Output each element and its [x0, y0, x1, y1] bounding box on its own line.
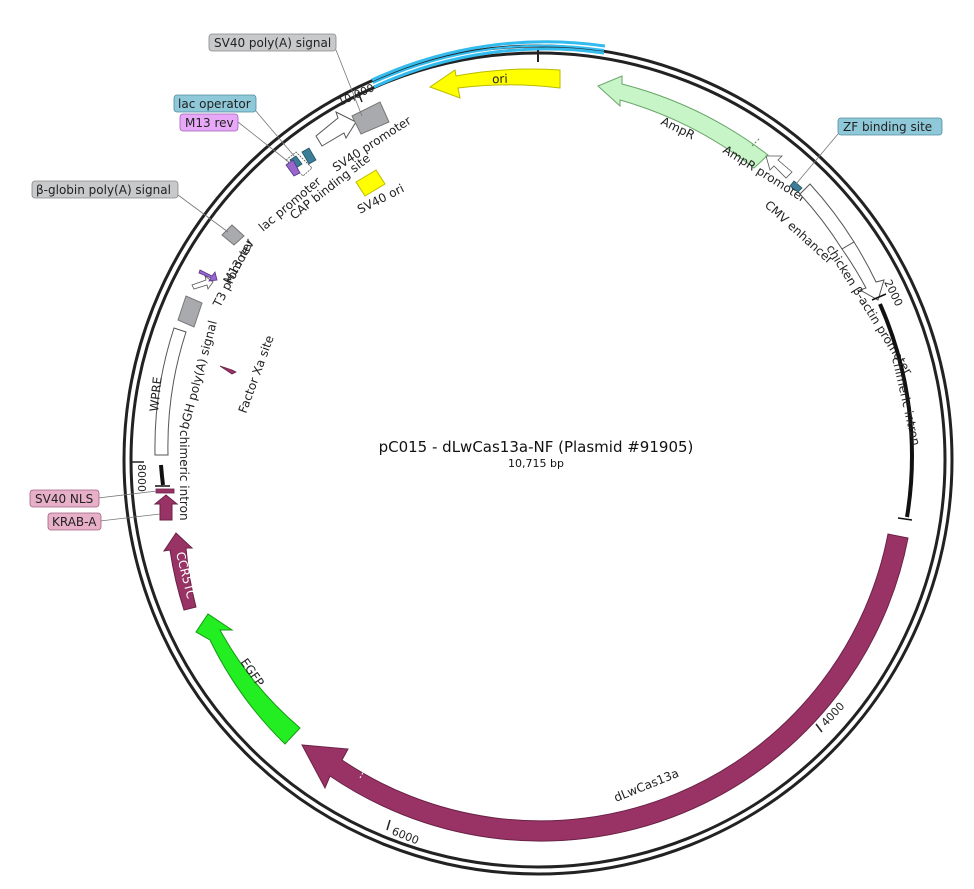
plasmid-length: 10,715 bp — [508, 457, 564, 470]
m13-rev-inner-label: M13 rev — [220, 237, 256, 286]
ampr-feature[interactable] — [597, 75, 769, 169]
factor-xa-label: Factor Xa site — [236, 334, 277, 415]
leader-beta-globin — [177, 194, 229, 233]
sv40-nls-feature[interactable] — [155, 488, 175, 494]
callout-krab-a[interactable]: KRAB-A — [47, 512, 102, 531]
m13-rev-inner-feature[interactable] — [198, 269, 218, 282]
leader-sv40-polya — [335, 49, 363, 117]
chimeric-intron-left-feature[interactable] — [159, 464, 165, 486]
callout-m13-rev-text: M13 rev — [185, 116, 234, 130]
krab-a-feature[interactable] — [153, 494, 179, 521]
callout-sv40-nls-text: SV40 NLS — [35, 492, 93, 506]
callout-zf-binding[interactable]: ZF binding site — [837, 117, 943, 136]
tick-2000: 2000 — [881, 278, 905, 309]
ori-feature[interactable] — [428, 68, 561, 99]
leader-m13-rev — [237, 121, 291, 164]
tick-4000-mark — [815, 723, 823, 733]
callout-beta-globin[interactable]: β-globin poly(A) signal — [31, 180, 179, 199]
leader-lac-operator — [254, 109, 296, 158]
tick-6000-mark — [386, 819, 391, 831]
ampr-promoter-feature[interactable] — [765, 155, 793, 179]
plasmid-title: pC015 - dLwCas13a-NF (Plasmid #91905) — [379, 438, 694, 456]
ori-label: ori — [492, 72, 508, 87]
cba-promoter-feature[interactable] — [841, 241, 885, 301]
bgh-polya-feature[interactable] — [177, 295, 203, 328]
dlwcas13a-feature[interactable] — [301, 533, 909, 842]
intron-right-cap-2 — [897, 517, 913, 521]
ori-band — [371, 40, 606, 82]
callout-sv40-polya-text: SV40 poly(A) signal — [214, 36, 331, 50]
chimeric-intron-right-label: chimeric intron — [889, 356, 923, 447]
ori-band-mid — [372, 44, 605, 84]
tick-10000: 10,000 — [336, 81, 376, 109]
callout-sv40-polya[interactable]: SV40 poly(A) signal — [208, 33, 337, 52]
factor-xa-feature[interactable] — [219, 365, 237, 375]
sv40-promoter-feature[interactable] — [315, 111, 357, 147]
leader-sv40-nls — [97, 490, 158, 499]
wpre-label: WPRE — [147, 376, 165, 412]
egfp-feature[interactable] — [195, 613, 301, 745]
callout-m13-rev[interactable]: M13 rev — [179, 113, 239, 132]
leader-krab-a — [99, 513, 161, 522]
chimeric-intron-left-label: chimeric intron — [177, 430, 191, 521]
callout-beta-globin-text: β-globin poly(A) signal — [36, 183, 171, 197]
callout-krab-a-text: KRAB-A — [52, 515, 97, 529]
sv40-ori-feature[interactable] — [355, 169, 386, 197]
callout-lac-operator-text: lac operator — [178, 97, 251, 111]
ampr-split — [751, 137, 761, 147]
ori-band-inner — [373, 47, 605, 89]
sv40-polya-feature[interactable] — [351, 101, 390, 135]
intron-right-cap-1 — [871, 293, 887, 301]
leader-zf-binding — [795, 133, 839, 185]
dlwcas13a-split-1 — [711, 755, 721, 769]
cap-site-feature[interactable] — [301, 147, 317, 165]
wpre-feature[interactable] — [154, 327, 187, 456]
beta-globin-polya-feature[interactable] — [221, 224, 245, 246]
ccr5tc-feature[interactable] — [162, 532, 197, 611]
chimeric-intron-right-feature[interactable] — [878, 303, 914, 518]
tick-10000-mark — [357, 91, 363, 103]
m13-rev-feature[interactable] — [285, 159, 301, 177]
callout-zf-binding-text: ZF binding site — [843, 120, 932, 134]
callout-sv40-nls[interactable]: SV40 NLS — [29, 489, 100, 508]
callout-lac-operator[interactable]: lac operator — [173, 94, 257, 113]
tick-8000: 8000 — [135, 464, 148, 492]
t3-promoter-feature[interactable] — [191, 275, 214, 290]
zf-binding-feature[interactable] — [789, 180, 803, 193]
